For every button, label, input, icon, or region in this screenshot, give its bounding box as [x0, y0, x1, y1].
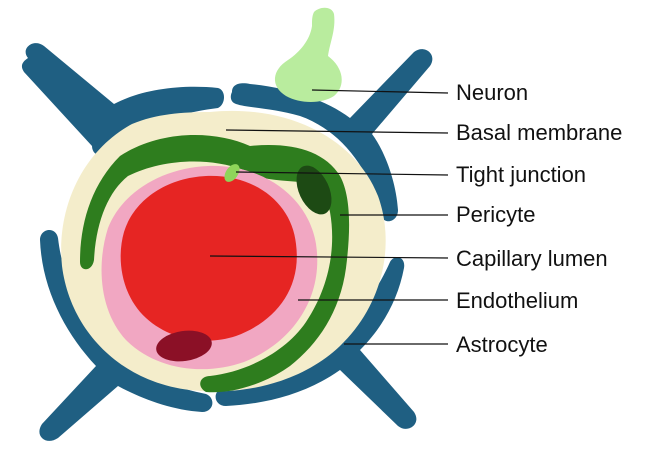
label-basal-membrane: Basal membrane	[456, 120, 622, 145]
label-capillary-lumen: Capillary lumen	[456, 246, 608, 271]
labels: Neuron Basal membrane Tight junction Per…	[456, 80, 622, 357]
label-astrocyte: Astrocyte	[456, 332, 548, 357]
label-neuron: Neuron	[456, 80, 528, 105]
label-pericyte: Pericyte	[456, 202, 535, 227]
label-endothelium: Endothelium	[456, 288, 578, 313]
neuron	[275, 8, 342, 102]
label-tight-junction: Tight junction	[456, 162, 586, 187]
